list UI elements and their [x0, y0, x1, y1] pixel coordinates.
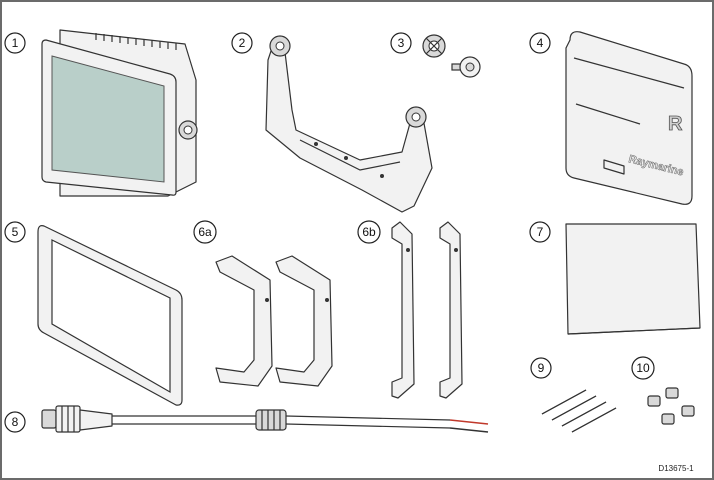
knob-small [451, 56, 481, 78]
display-side-knob [178, 120, 198, 140]
callout-1: 1 [4, 32, 26, 54]
part-3-bracket-knobs [422, 34, 481, 78]
svg-text:8: 8 [12, 415, 19, 429]
part-5-panel-gasket [37, 225, 183, 406]
callout-7: 7 [529, 221, 551, 243]
part-6b-flush-mount-brackets [391, 221, 463, 399]
svg-text:3: 3 [398, 36, 405, 50]
part-8-power-cable [41, 405, 489, 433]
callout-6a: 6a [193, 220, 217, 244]
callout-6b: 6b [357, 220, 381, 244]
callout-10: 10 [631, 356, 655, 380]
part-7-documentation [565, 223, 701, 335]
svg-text:10: 10 [636, 361, 650, 375]
reference-code: D13675-1 [658, 464, 694, 473]
svg-text:6b: 6b [362, 225, 376, 239]
callout-4: 4 [529, 32, 551, 54]
svg-text:6a: 6a [198, 225, 212, 239]
svg-text:5: 5 [12, 225, 19, 239]
part-2-mounting-bracket [265, 35, 433, 213]
callout-5: 5 [4, 221, 26, 243]
cover-logo-letter: R [668, 113, 683, 135]
bracket-knob-right [405, 106, 427, 128]
bracket-knob-left [269, 35, 291, 57]
svg-text:7: 7 [537, 225, 544, 239]
callout-2: 2 [231, 32, 253, 54]
svg-text:1: 1 [12, 36, 19, 50]
svg-text:2: 2 [239, 36, 246, 50]
part-4-sun-cover: R Raymarine [565, 31, 693, 205]
part-1-display-unit [41, 29, 198, 197]
svg-text:9: 9 [538, 361, 545, 375]
callout-8: 8 [4, 411, 26, 433]
part-6a-flush-mount-brackets [215, 255, 333, 387]
callout-3: 3 [390, 32, 412, 54]
display-screen [51, 55, 165, 183]
knob-large [422, 34, 446, 58]
part-9-screws [541, 389, 617, 433]
svg-text:4: 4 [537, 36, 544, 50]
display-cooling-fins [95, 33, 177, 50]
callout-9: 9 [530, 357, 552, 379]
part-10-nuts [647, 387, 695, 425]
